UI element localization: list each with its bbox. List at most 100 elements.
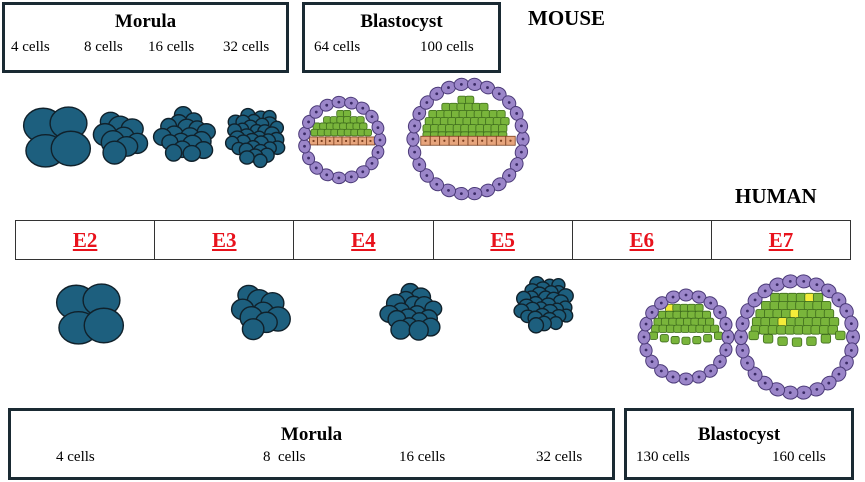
trophectoderm-nucleus: [849, 349, 853, 352]
icm-cell: [470, 117, 480, 126]
icm-cell: [462, 117, 472, 126]
endoderm-nucleus: [499, 139, 503, 142]
endoderm-nucleus: [344, 139, 348, 143]
trophectoderm-nucleus: [425, 174, 429, 177]
icm-cell: [776, 325, 787, 335]
embryonic-day-timeline: E2 E3 E4 E5 E6 E7: [15, 220, 851, 260]
trophectoderm-nucleus: [644, 322, 648, 326]
icm-cell: [457, 95, 467, 105]
icm-cell: [762, 334, 774, 344]
icm-cell: [759, 325, 770, 335]
icm-cell: [435, 109, 446, 119]
endoderm-nucleus: [433, 139, 437, 142]
trophectoderm-nucleus: [718, 360, 722, 364]
inner-cell-mass: [649, 303, 723, 345]
icm-cell: [428, 109, 438, 119]
trophectoderm-nucleus: [307, 120, 310, 124]
endoderm-nucleus: [443, 139, 446, 142]
icm-cell: [657, 310, 667, 319]
endoderm-nucleus: [490, 139, 493, 142]
timeline-cell-e6: E6: [573, 221, 712, 259]
trophectoderm-nucleus: [849, 322, 853, 325]
icm-cell: [772, 309, 783, 319]
mouse-morula-stage-4: 4 cells: [11, 39, 50, 55]
human-morula-stage-4: 4 cells: [56, 449, 95, 465]
icm-cell: [680, 324, 690, 333]
endoderm-nucleus: [481, 139, 484, 142]
icm-cell: [794, 317, 805, 327]
endoderm-nucleus: [462, 139, 465, 142]
mouse-embryo-4-cells: [22, 106, 92, 168]
icm-cell: [795, 300, 806, 311]
timeline-label-e7: E7: [768, 227, 794, 252]
timeline-label-e4: E4: [351, 227, 376, 252]
endoderm-nucleus: [312, 139, 315, 143]
icm-cell: [460, 124, 470, 133]
icm-cell: [485, 117, 495, 126]
icm-cell: [665, 310, 675, 319]
human-blastocyst-box: Blastocyst 130 cells 160 cells: [624, 408, 854, 480]
trophectoderm-nucleus: [642, 335, 646, 339]
trophectoderm-nucleus: [753, 372, 757, 376]
human-morula-stage-32: 32 cells: [536, 449, 583, 465]
icm-cell: [789, 309, 800, 319]
endoderm-nucleus: [369, 139, 372, 143]
icm-cell: [683, 317, 693, 326]
trophectoderm-nucleus: [417, 112, 421, 115]
trophectoderm-nucleus: [775, 387, 779, 391]
endoderm-nucleus: [452, 139, 455, 142]
icm-cell: [651, 324, 661, 333]
blastomere: [102, 140, 127, 165]
trophectoderm-nucleus: [520, 124, 523, 128]
trophectoderm-nucleus: [507, 174, 511, 177]
icm-cell: [477, 117, 487, 126]
icm-cell: [710, 324, 720, 333]
icm-cell: [466, 109, 476, 119]
human-embryo-8-cells: [230, 284, 291, 341]
trophectoderm-nucleus: [697, 375, 701, 379]
trophectoderm-nucleus: [726, 335, 730, 339]
timeline-cell-e7: E7: [712, 221, 850, 259]
icm-cell: [658, 324, 668, 333]
icm-cell: [443, 109, 453, 119]
icm-cell: [748, 330, 759, 341]
blastomere: [164, 143, 183, 162]
blastomere: [241, 318, 265, 341]
icm-cell: [819, 325, 830, 335]
trophectoderm-nucleus: [337, 100, 341, 104]
icm-cell: [803, 300, 815, 311]
icm-cell: [828, 317, 840, 327]
icm-cell: [811, 317, 823, 327]
trophectoderm-nucleus: [376, 126, 380, 130]
trophectoderm-nucleus: [378, 138, 382, 142]
trophectoderm-nucleus: [837, 372, 841, 376]
mouse-embryo-16-cells: [152, 105, 216, 162]
trophectoderm-nucleus: [802, 391, 806, 394]
trophectoderm-nucleus: [709, 301, 713, 305]
mouse-morula-box: Morula 4 cells 8 cells 16 cells 32 cells: [2, 2, 289, 73]
icm-cell: [778, 292, 790, 303]
endoderm-nucleus: [353, 139, 356, 143]
trophectoderm-nucleus: [325, 103, 329, 107]
icm-cell: [464, 102, 474, 112]
icm-cell: [804, 292, 815, 303]
icm-cell: [660, 317, 670, 326]
mouse-morula-stage-32: 32 cells: [223, 39, 270, 55]
icm-cell: [488, 109, 499, 119]
trophectoderm-nucleus: [741, 322, 745, 325]
icm-cell: [812, 292, 824, 303]
trophectoderm-nucleus: [851, 335, 855, 339]
icm-cell: [439, 117, 450, 126]
icm-cell: [422, 124, 432, 133]
icm-cell: [713, 331, 723, 340]
icm-cell: [769, 317, 780, 327]
trophectoderm-nucleus: [486, 86, 489, 89]
timeline-cell-e4: E4: [294, 221, 434, 259]
icm-cell: [356, 116, 365, 124]
icm-cell: [471, 102, 481, 112]
human-blastocyst-stage-160: 160 cells: [772, 449, 826, 465]
icm-cell: [812, 300, 823, 311]
human-morula-stage-8: 8 cells: [263, 449, 306, 465]
human-morula-box: Morula 4 cells 8 cells 16 cells 32 cells: [8, 408, 615, 480]
trophectoderm-nucleus: [473, 83, 477, 86]
